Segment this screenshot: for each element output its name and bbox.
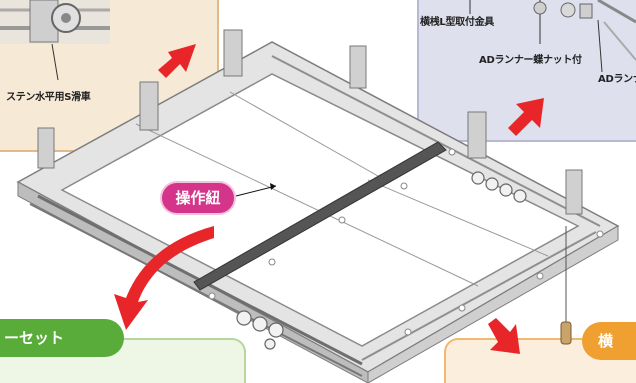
cord-leader-line	[235, 185, 277, 197]
green-section-tab: ーセット	[0, 319, 124, 357]
pulley-detail-illustration	[0, 0, 110, 81]
right-top-caption-2: ADランナー蝶ナット付	[479, 55, 582, 66]
right-top-caption-3: ADランナ	[598, 74, 636, 85]
operation-cord-badge: 操作紐	[160, 181, 236, 215]
orange-section-tab: 横	[582, 322, 636, 360]
arrow-to-right-top-icon	[508, 98, 544, 136]
arrow-to-left-top-icon	[158, 44, 196, 78]
arrow-to-right-bottom-icon	[488, 318, 520, 354]
right-top-caption-1: 横桟L型取付金具	[420, 17, 494, 28]
ceiling-frame	[16, 29, 620, 383]
cord-leader-arrowhead	[270, 183, 276, 190]
left-top-caption: ステン水平用S滑車	[6, 92, 91, 103]
arrow-to-left-bottom-icon	[114, 226, 214, 330]
red-arrows	[114, 44, 544, 354]
hardware-detail-illustration	[469, 0, 636, 73]
